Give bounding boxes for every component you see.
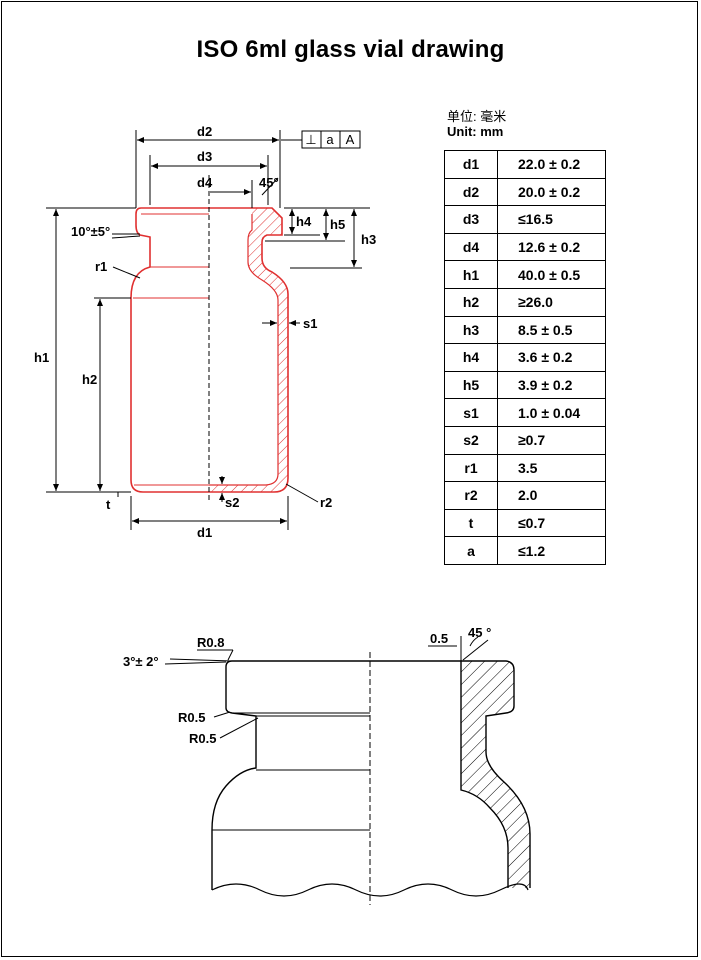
spec-key: s2	[444, 425, 498, 455]
drawing-labels: d2 d3 d4 45° h4 h5 h3 10°±5° r1 s1 h1 h2…	[34, 124, 376, 540]
spec-key: h4	[444, 343, 498, 372]
label-t: t	[106, 497, 111, 512]
tolerance-value: a	[326, 132, 334, 147]
label-r05-lower: R0.5	[189, 731, 216, 746]
label-d2: d2	[197, 124, 212, 139]
spec-key: h1	[444, 260, 498, 289]
spec-value: 22.0 ± 0.2	[497, 150, 606, 179]
label-r08: R0.8	[197, 635, 224, 650]
spec-key: s1	[444, 398, 498, 427]
label-angle-top: 45°	[259, 175, 279, 190]
label-d1: d1	[197, 525, 212, 540]
page-title: ISO 6ml glass vial drawing	[196, 36, 505, 63]
label-d3: d3	[197, 149, 212, 164]
label-h5: h5	[330, 217, 345, 232]
label-h3: h3	[361, 232, 376, 247]
label-r05-upper: R0.5	[178, 710, 205, 725]
spec-key: d2	[444, 177, 498, 207]
spec-row: a≤1.2	[444, 536, 606, 565]
spec-key: d1	[444, 150, 498, 179]
label-s2: s2	[225, 495, 239, 510]
label-h2: h2	[82, 372, 97, 387]
unit-label-cn: 单位: 毫米	[447, 109, 507, 124]
spec-key: d4	[444, 232, 498, 262]
spec-value: ≤16.5	[497, 205, 606, 234]
spec-value: 3.9 ± 0.2	[497, 370, 606, 400]
label-r2: r2	[320, 495, 332, 510]
vial-outline	[130, 175, 289, 500]
label-h4: h4	[296, 214, 312, 229]
spec-row: s2≥0.7	[444, 425, 606, 455]
label-r1: r1	[95, 259, 107, 274]
label-s1: s1	[303, 316, 317, 331]
label-h1: h1	[34, 350, 49, 365]
dimension-lines	[46, 130, 370, 530]
label-angle-lip: 10°±5°	[71, 224, 110, 239]
spec-key: h3	[444, 315, 498, 345]
detail-labels: R0.8 3°± 2° R0.5 R0.5 0.5 45 °	[123, 625, 491, 746]
spec-key: a	[444, 536, 498, 565]
tolerance-frame: ⊥ a A	[301, 130, 361, 149]
tolerance-datum: A	[346, 132, 355, 147]
neck-detail	[164, 636, 531, 905]
spec-value: 3.5	[497, 453, 606, 483]
tolerance-symbol: ⊥	[305, 132, 316, 147]
label-gap: 0.5	[430, 631, 448, 646]
label-angle-45: 45 °	[468, 625, 491, 640]
label-d4: d4	[197, 175, 213, 190]
spec-value: ≤1.2	[497, 536, 606, 565]
unit-label-en: Unit: mm	[447, 124, 504, 139]
spec-value: 40.0 ± 0.5	[497, 260, 606, 289]
spec-value: 3.6 ± 0.2	[497, 343, 606, 372]
label-detail-angle: 3°± 2°	[123, 654, 159, 669]
spec-row: d3≤16.5	[444, 205, 606, 234]
